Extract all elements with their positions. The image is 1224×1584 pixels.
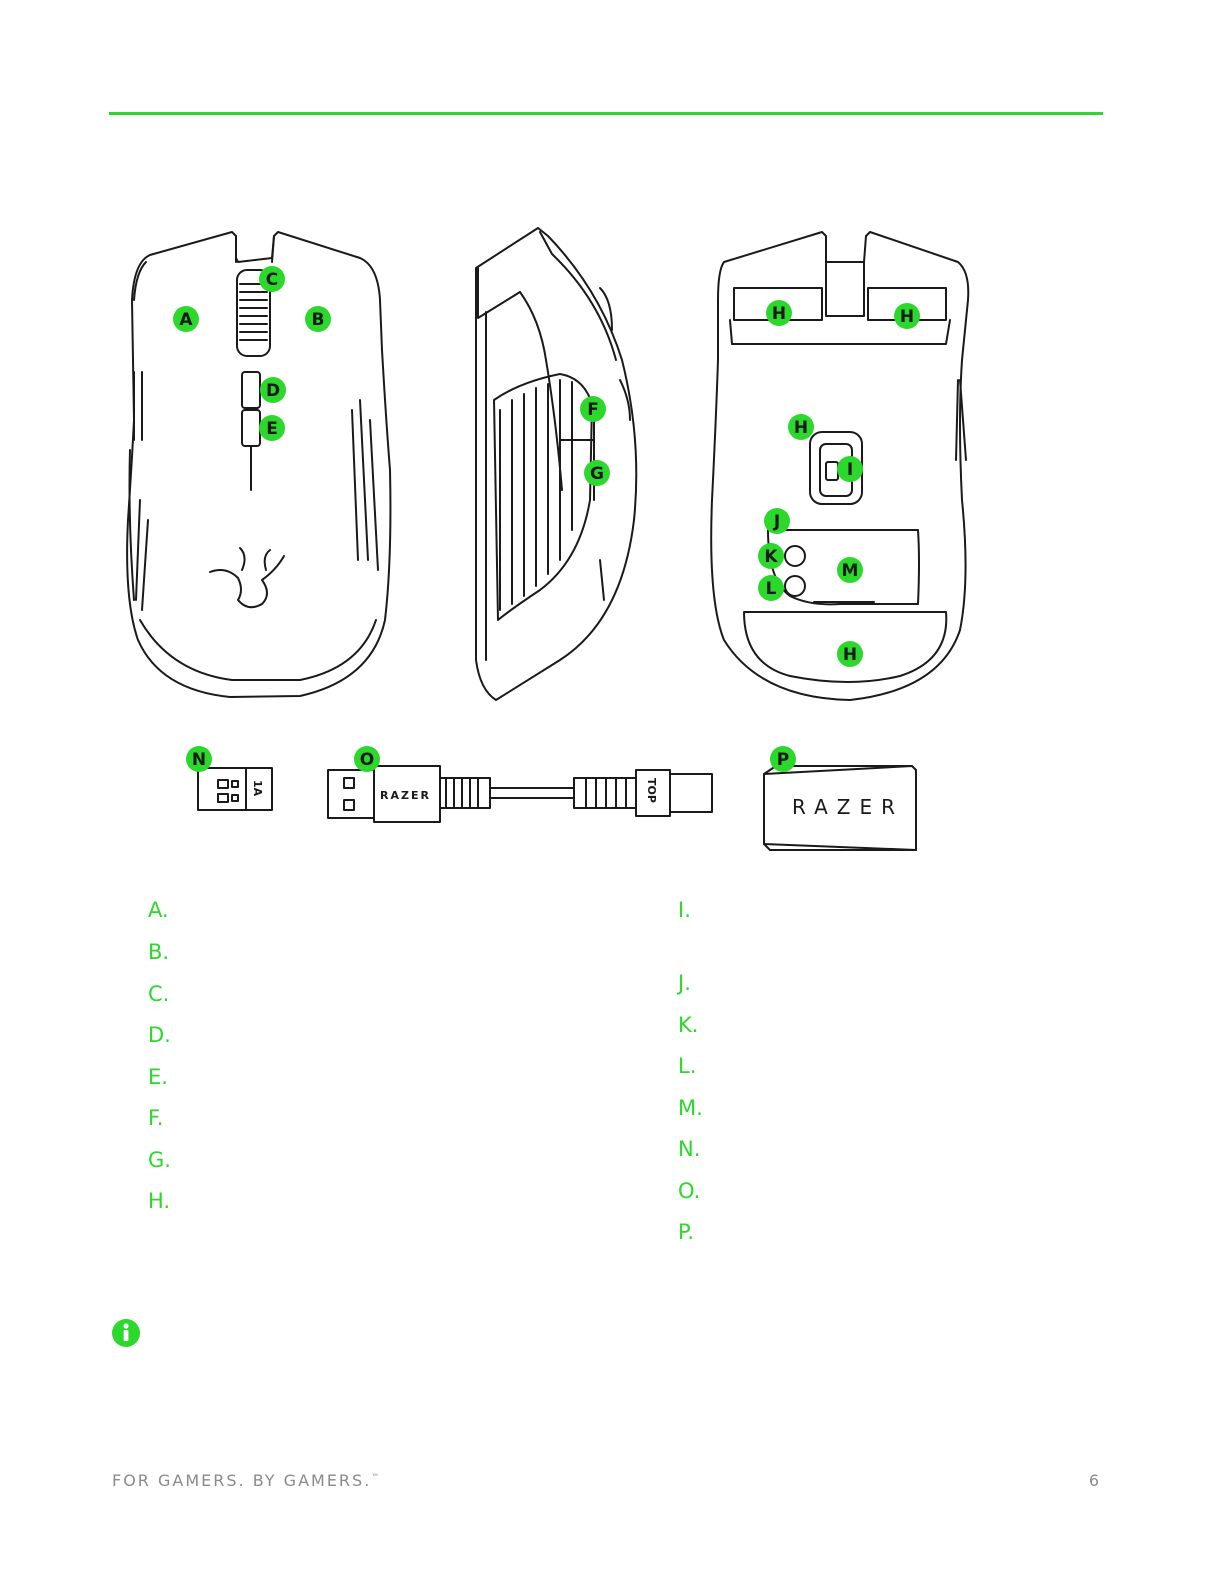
svg-text:J: J [773, 512, 780, 532]
callout-n: N [186, 746, 212, 772]
svg-text:H: H [843, 645, 857, 665]
callout-j: J [764, 508, 790, 534]
callout-h-left: H [766, 300, 792, 326]
svg-text:D: D [266, 381, 280, 401]
callout-g: G [584, 460, 610, 486]
svg-text:E: E [266, 419, 278, 439]
callout-k: K [758, 543, 784, 569]
legend-item-i: I. [678, 898, 691, 922]
legend-item-d: D. [148, 1023, 171, 1047]
legend-item-b: B. [148, 940, 170, 964]
callout-l: L [758, 575, 784, 601]
legend-item-e: E. [148, 1065, 168, 1089]
legend-item-j: J. [678, 971, 691, 995]
legend-item-a: A. [148, 898, 169, 922]
callout-p: P [770, 746, 796, 772]
legend-item-f: F. [148, 1106, 164, 1130]
svg-text:H: H [794, 418, 808, 438]
usb-dongle [197, 767, 273, 811]
callout-h-bottom: H [837, 641, 863, 667]
footer-tagline: FOR GAMERS. BY GAMERS.™ [112, 1471, 379, 1490]
mouse-side-view [475, 227, 638, 701]
legend-item-l: L. [678, 1054, 697, 1078]
svg-text:N: N [192, 750, 206, 770]
footer-trademark: ™ [371, 1472, 380, 1482]
info-icon [112, 1319, 140, 1347]
footer-tagline-text: FOR GAMERS. BY GAMERS. [112, 1471, 372, 1490]
svg-text:H: H [900, 307, 914, 327]
cable-brand: RAZER [380, 789, 431, 802]
callout-b: B [305, 306, 331, 332]
svg-text:L: L [766, 579, 777, 599]
svg-text:G: G [590, 464, 604, 484]
svg-text:A: A [179, 310, 193, 330]
page-number: 6 [1088, 1471, 1099, 1490]
svg-text:C: C [266, 270, 278, 290]
mouse-top-view [126, 231, 392, 698]
callout-c: C [259, 266, 285, 292]
mouse-bottom-view [710, 231, 970, 701]
header-rule [109, 112, 1103, 115]
cable-top-label: TOP [645, 778, 658, 803]
callout-i: I [837, 456, 863, 482]
svg-text:H: H [772, 304, 786, 324]
callout-a: A [173, 306, 199, 332]
callout-h-sensor: H [788, 414, 814, 440]
callout-h-right: H [894, 303, 920, 329]
svg-text:O: O [360, 750, 374, 770]
callout-f: F [580, 396, 606, 422]
svg-text:K: K [764, 547, 778, 567]
svg-text:F: F [587, 400, 599, 420]
svg-text:M: M [842, 561, 859, 581]
svg-text:B: B [312, 310, 325, 330]
usb-cable [327, 765, 713, 823]
callout-m: M [837, 557, 863, 583]
legend-item-k: K. [678, 1013, 699, 1037]
legend-item-p: P. [678, 1220, 695, 1244]
callout-d: D [260, 377, 286, 403]
legend-item-m: M. [678, 1096, 703, 1120]
legend-item-g: G. [148, 1148, 171, 1172]
product-diagram: RAZER TOP 1A RAZER A B C D E F G H H H H… [126, 227, 970, 851]
legend-item-n: N. [678, 1137, 701, 1161]
svg-text:I: I [847, 460, 853, 480]
dongle-label: 1A [251, 780, 264, 797]
legend-item-c: C. [148, 982, 170, 1006]
legend-item-o: O. [678, 1179, 701, 1203]
callout-e: E [259, 415, 285, 441]
legend-item-h: H. [148, 1189, 171, 1213]
adapter-brand: RAZER [792, 795, 904, 819]
svg-text:P: P [777, 750, 789, 770]
callout-o: O [354, 746, 380, 772]
